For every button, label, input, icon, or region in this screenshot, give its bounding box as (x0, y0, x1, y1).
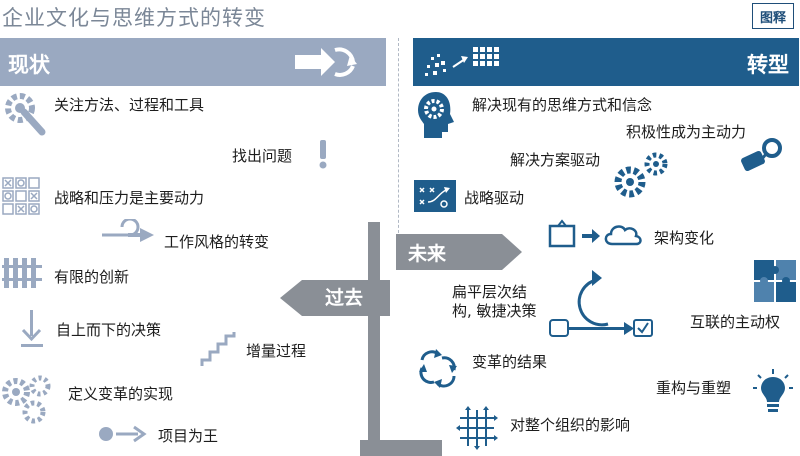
left-header-title: 现状 (8, 53, 50, 77)
right-item-strategy-driven: 战略驱动 (464, 189, 525, 207)
gears-icon (2, 375, 51, 424)
head-gear-icon (418, 92, 454, 138)
tic-tac-toe-grid-icon (2, 177, 40, 215)
left-item-strategy-pressure: 战略和压力是主要动力 (54, 189, 205, 207)
box-to-cloud-icon (548, 219, 642, 248)
right-item-org-impact: 对整个组织的影响 (510, 416, 631, 434)
left-item-limited-innovation: 有限的创新 (54, 268, 130, 286)
fence-icon (2, 258, 42, 288)
right-header-title: 转型 (747, 53, 789, 77)
left-item-top-down: 自上而下的决策 (56, 321, 162, 339)
gear-wrench-icon (5, 93, 46, 136)
right-header-bar: 转型 (413, 38, 799, 86)
left-item-find-problems: 找出问题 (232, 147, 293, 165)
left-item-project-king: 项目为王 (158, 427, 219, 445)
puzzle-icon (754, 260, 796, 302)
figure-tag: 图释 (752, 3, 794, 29)
left-item-incremental: 增量过程 (246, 342, 307, 360)
network-arrows-icon (456, 406, 498, 450)
right-item-results: 变革的结果 (472, 353, 548, 371)
arrow-down-icon (21, 310, 43, 347)
left-header-bar: 现状 (0, 38, 386, 86)
page-title: 企业文化与思维方式的转变 (2, 6, 266, 30)
left-item-methods: 关注方法、过程和工具 (54, 96, 205, 114)
lightbulb-icon (753, 369, 793, 412)
gears-blue-icon (614, 152, 668, 198)
panel-divider (398, 38, 400, 238)
right-item-architecture: 架构变化 (654, 229, 715, 247)
signpost-future-label: 未来 (408, 243, 447, 265)
exclamation-icon (319, 140, 327, 169)
stairs-icon (200, 332, 236, 366)
signpost-past-label: 过去 (325, 287, 364, 309)
transition-arrows-icon (295, 47, 357, 77)
right-item-flat-hierarchy-line2: 构, 敏捷决策 (452, 302, 537, 320)
left-item-work-style: 工作风格的转变 (164, 233, 270, 251)
cycle-arrows-icon (419, 349, 457, 388)
pixel-grid-icon (425, 47, 499, 76)
keys-icon (741, 138, 782, 172)
strategy-board-icon (414, 180, 456, 212)
right-item-solution-driven: 解决方案驱动 (510, 151, 601, 169)
dot-arrow-icon (99, 425, 147, 443)
right-item-flat-hierarchy-line1: 扁平层次结 (452, 283, 528, 301)
right-item-rebuild: 重构与重塑 (656, 379, 732, 397)
left-item-define-change: 定义变革的实现 (68, 385, 174, 403)
agile-cycle-icon (549, 270, 653, 337)
loop-arrow-icon (102, 219, 154, 242)
signpost (280, 222, 522, 456)
right-item-connected-initiative: 互联的主动权 (690, 313, 781, 331)
right-item-mindset: 解决现有的思维方式和信念 (472, 96, 653, 114)
right-item-motivation: 积极性成为主动力 (626, 123, 747, 141)
